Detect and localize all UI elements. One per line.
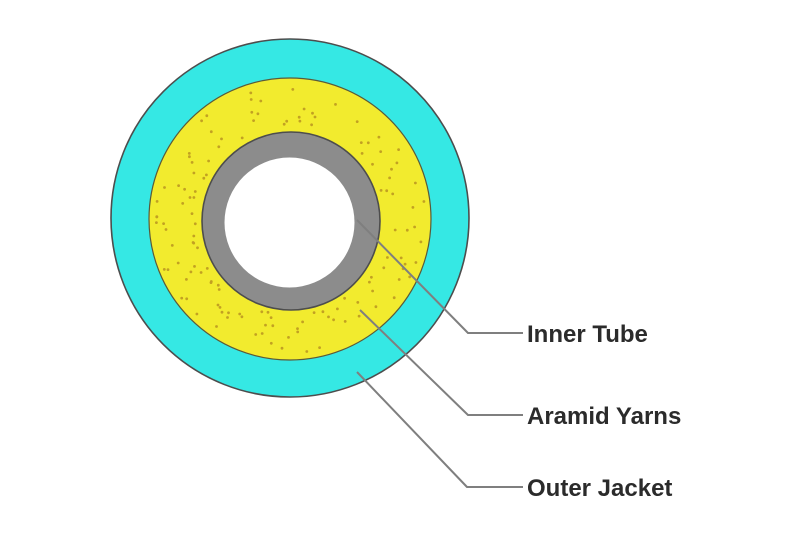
label-inner-tube: Inner Tube: [527, 321, 648, 348]
leader-line-outer-jacket: [356, 371, 523, 488]
aramid-texture-dots: [155, 88, 426, 353]
label-outer-jacket: Outer Jacket: [527, 475, 672, 502]
label-aramid-yarns: Aramid Yarns: [527, 403, 681, 430]
fiber-core: [224, 157, 355, 288]
leader-line-aramid-yarns: [359, 309, 523, 416]
leader-line-inner-tube: [356, 219, 523, 334]
